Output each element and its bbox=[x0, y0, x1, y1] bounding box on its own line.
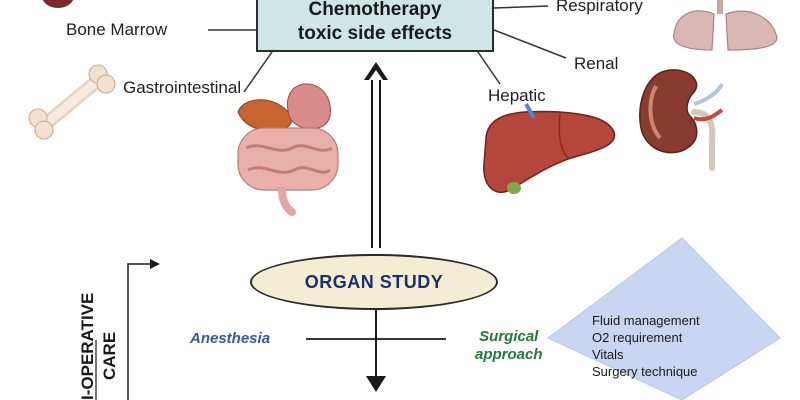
label-anesthesia: Anesthesia bbox=[190, 330, 271, 347]
label-renal: Renal bbox=[574, 54, 619, 73]
label-respiratory: Respiratory bbox=[556, 0, 643, 15]
title-box: Chemotherapy toxic side effects bbox=[256, 0, 494, 52]
title-line-1: Chemotherapy bbox=[308, 0, 442, 20]
considerations-diamond bbox=[547, 237, 781, 400]
lungs-icon bbox=[673, 0, 778, 51]
consideration-item: Vitals bbox=[592, 347, 624, 362]
label-hepatic: Hepatic bbox=[488, 86, 546, 105]
arrow-down bbox=[366, 310, 386, 392]
perioperative-label: I-OPERATIVE bbox=[78, 292, 97, 400]
kidney-icon bbox=[639, 69, 724, 171]
double-arrow-up bbox=[364, 62, 388, 248]
connector-renal bbox=[493, 29, 567, 59]
surgical-line-1: Surgical bbox=[479, 328, 539, 345]
consideration-item: Fluid management bbox=[592, 313, 700, 328]
intestines-icon bbox=[237, 83, 339, 216]
partial-organ-icon bbox=[42, 0, 74, 8]
organ-study-ellipse: ORGAN STUDY bbox=[250, 254, 498, 310]
liver-icon bbox=[483, 103, 616, 194]
connector-hepatic bbox=[477, 51, 501, 85]
label-gastrointestinal: Gastrointestinal bbox=[123, 78, 242, 97]
label-surgical-approach: Surgical approach bbox=[475, 328, 543, 364]
perioperative-arrow bbox=[127, 259, 160, 400]
consideration-item: Surgery technique bbox=[592, 364, 698, 379]
care-label: CARE bbox=[100, 331, 119, 380]
title-line-2: toxic side effects bbox=[297, 23, 453, 44]
consideration-item: O2 requirement bbox=[592, 330, 683, 345]
label-bone-marrow: Bone Marrow bbox=[66, 20, 168, 39]
surgical-line-2: approach bbox=[475, 346, 543, 363]
considerations-list: Fluid management O2 requirement Vitals S… bbox=[592, 312, 700, 380]
bone-icon bbox=[28, 64, 116, 140]
connector-respiratory bbox=[493, 5, 549, 9]
organ-study-label: ORGAN STUDY bbox=[304, 272, 444, 292]
connector-gastrointestinal bbox=[243, 51, 273, 93]
